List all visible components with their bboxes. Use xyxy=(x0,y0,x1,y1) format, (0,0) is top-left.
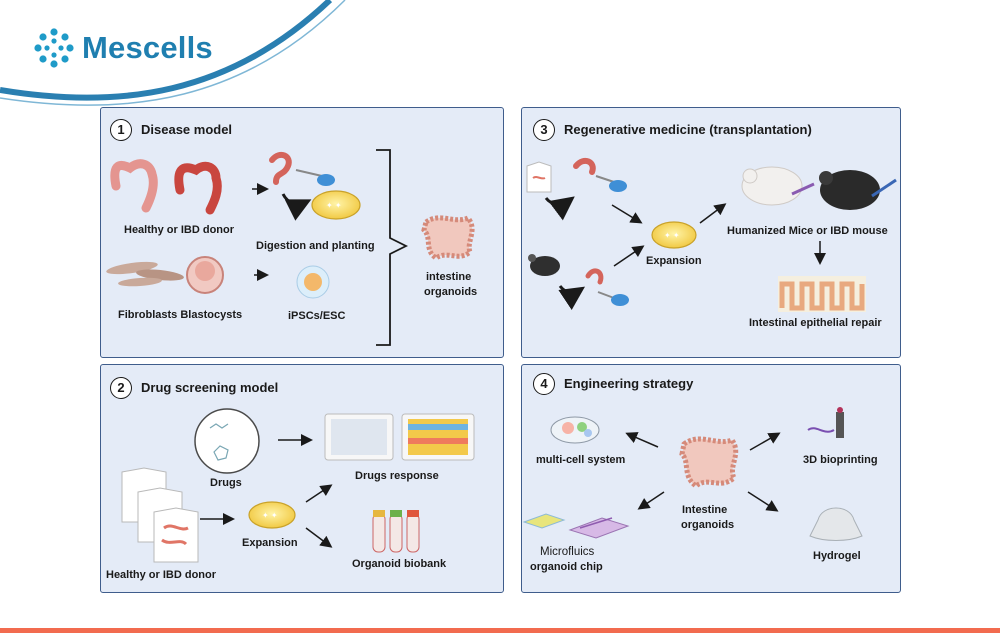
hydrogel-label: Hydrogel xyxy=(813,550,861,562)
panel-regenerative-medicine xyxy=(521,107,901,358)
ipsc-colony-icon xyxy=(296,265,330,299)
drugs-response-label: Drugs response xyxy=(355,470,439,482)
mouse-icon xyxy=(528,254,560,276)
footer-bar xyxy=(0,628,1000,633)
drugs-label: Drugs xyxy=(210,477,242,489)
tissue-sample-icon xyxy=(585,268,629,306)
digestion-label: Digestion and planting xyxy=(256,240,375,252)
svg-text:✦ ✦: ✦ ✦ xyxy=(262,511,278,520)
petri-dish-icon: ✦ ✦ xyxy=(248,501,296,529)
panel-4-number: 4 xyxy=(533,373,555,395)
hydrogel-icon xyxy=(809,507,863,541)
svg-text:✦ ✦: ✦ ✦ xyxy=(664,231,680,240)
well-plate-blank-icon xyxy=(324,413,394,461)
blastocyst-icon xyxy=(186,256,224,294)
panel-4-title: Engineering strategy xyxy=(564,376,694,391)
mescells-logo-icon xyxy=(34,28,74,68)
repair-label: Intestinal epithelial repair xyxy=(749,317,882,329)
multi-cell-dish-icon xyxy=(550,416,600,444)
brand-name: Mescells xyxy=(82,30,213,65)
fibroblast-cells-icon xyxy=(106,261,184,287)
black-mouse-icon xyxy=(819,170,897,210)
organoids-label-2: organoids xyxy=(681,519,735,531)
expansion-label: Expansion xyxy=(646,255,702,267)
biobank-label: Organoid biobank xyxy=(352,558,447,570)
human-figure-icon xyxy=(526,161,552,193)
drug-molecules-icon xyxy=(194,408,260,474)
organoids-label-1: intestine xyxy=(426,271,472,283)
intestinal-epithelium-icon xyxy=(778,276,866,312)
chip-label-1: Microfluics xyxy=(540,546,595,558)
biobank-tubes-icon xyxy=(372,510,420,553)
colon-inflamed-icon xyxy=(174,161,222,215)
organoid-chip-icon xyxy=(522,513,630,539)
donor-label: Healthy or IBD donor xyxy=(106,569,217,581)
petri-dish-icon: ✦ ✦ xyxy=(311,190,361,220)
tissue-sample-icon xyxy=(269,151,335,186)
multi-cell-label: multi-cell system xyxy=(536,454,626,466)
panel-1-number: 1 xyxy=(110,119,132,141)
panel-2-title: Drug screening model xyxy=(141,380,279,395)
bioprinter-icon xyxy=(807,407,844,438)
fibroblasts-label: Fibroblasts Blastocysts xyxy=(118,309,243,321)
header-swoosh xyxy=(0,0,346,106)
donor-label: Healthy or IBD donor xyxy=(124,224,235,236)
organoids-label-1: Intestine xyxy=(682,504,728,516)
panel-1-title: Disease model xyxy=(141,122,233,137)
panel-3-title: Regenerative medicine (transplantation) xyxy=(564,122,812,137)
bioprinting-label: 3D bioprinting xyxy=(803,454,878,466)
chip-label-2: organoid chip xyxy=(530,561,603,573)
expansion-label: Expansion xyxy=(242,537,298,549)
mice-label: Humanized Mice or IBD mouse xyxy=(727,225,888,237)
tissue-sample-icon xyxy=(573,157,627,192)
colon-icon xyxy=(110,159,158,213)
ipsc-label: iPSCs/ESC xyxy=(288,310,346,322)
petri-dish-icon: ✦ ✦ xyxy=(651,221,697,249)
intestine-organoid-icon xyxy=(679,436,739,490)
organoids-label-2: organoids xyxy=(424,286,478,298)
panel-3-number: 3 xyxy=(533,119,555,141)
intestine-organoid-icon xyxy=(421,214,475,262)
white-mouse-icon xyxy=(741,166,815,206)
well-plate-colored-icon xyxy=(401,413,475,461)
svg-text:✦ ✦: ✦ ✦ xyxy=(326,201,342,210)
panel-2-number: 2 xyxy=(110,377,132,399)
human-donor-icon xyxy=(121,467,199,563)
